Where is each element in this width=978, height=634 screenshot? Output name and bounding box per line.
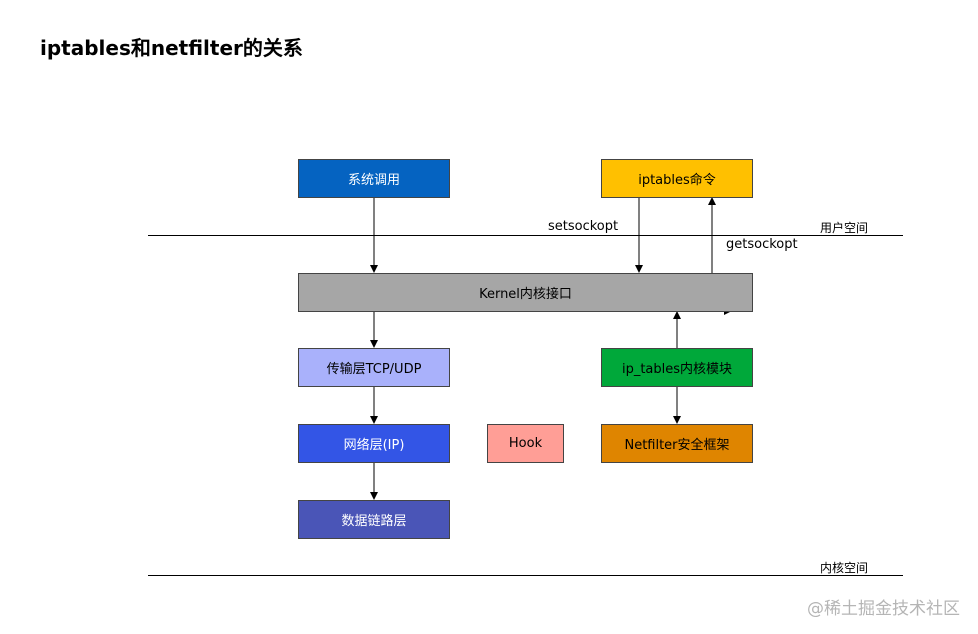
watermark: @稀土掘金技术社区	[807, 599, 960, 619]
network-layer-label: 网络层(IP)	[343, 438, 405, 453]
syscall-label: 系统调用	[347, 173, 400, 188]
setsockopt-label: setsockopt	[548, 219, 619, 234]
kernel-space-label: 内核空间	[820, 561, 869, 575]
kernel-interface-box: Kernel内核接口	[298, 273, 753, 312]
ip-tables-module-box: ip_tables内核模块	[601, 348, 753, 387]
iptables-command-box: iptables命令	[601, 159, 753, 198]
kernel-interface-label: Kernel内核接口	[479, 287, 572, 302]
datalink-layer-box: 数据链路层	[298, 500, 450, 539]
ip-tables-module-label: ip_tables内核模块	[621, 362, 733, 377]
iptables-command-label: iptables命令	[638, 173, 716, 188]
hook-box: Hook	[487, 424, 564, 463]
netfilter-label: Netfilter安全框架	[624, 438, 730, 453]
transport-layer-label: 传输层TCP/UDP	[326, 362, 422, 377]
page-title: iptables和netfilter的关系	[40, 36, 303, 60]
datalink-layer-label: 数据链路层	[341, 514, 407, 529]
getsockopt-label: getsockopt	[726, 237, 798, 252]
network-layer-box: 网络层(IP)	[298, 424, 450, 463]
syscall-box: 系统调用	[298, 159, 450, 198]
kernel-space-divider	[148, 575, 903, 576]
netfilter-box: Netfilter安全框架	[601, 424, 753, 463]
user-space-label: 用户空间	[820, 221, 869, 235]
user-space-divider	[148, 235, 903, 236]
hook-label: Hook	[508, 436, 543, 451]
transport-layer-box: 传输层TCP/UDP	[298, 348, 450, 387]
